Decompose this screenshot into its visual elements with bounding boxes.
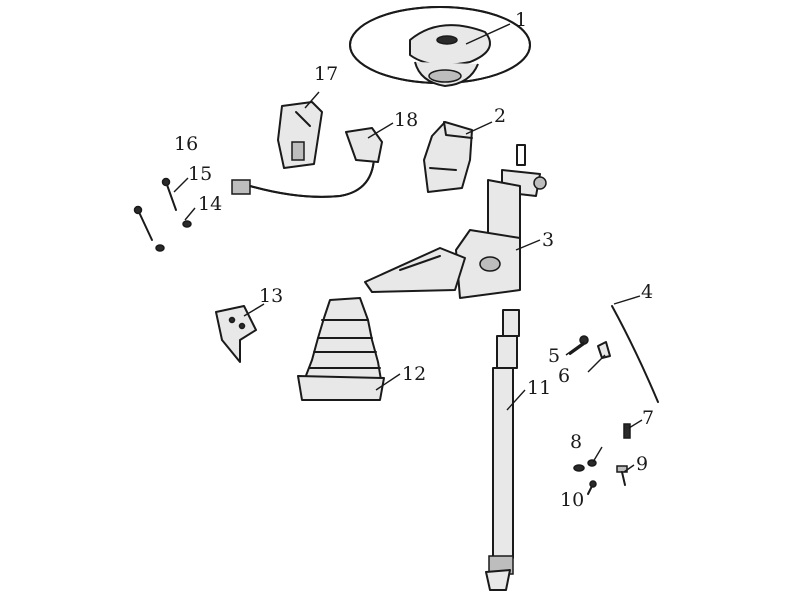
callout-1: 1 xyxy=(515,9,527,31)
part-bolt-5 xyxy=(569,335,589,355)
callout-13: 13 xyxy=(259,285,283,307)
part-pin-10 xyxy=(587,480,597,495)
callout-10: 10 xyxy=(560,489,584,511)
callout-16: 16 xyxy=(174,133,198,155)
part-bolt-15 xyxy=(161,177,177,211)
part-clip-6 xyxy=(597,341,611,359)
part-nut-14 xyxy=(182,220,192,228)
part-steering-column xyxy=(364,144,547,299)
callout-6: 6 xyxy=(558,365,570,387)
callout-9: 9 xyxy=(636,453,648,475)
callout-8: 8 xyxy=(570,431,582,453)
part-column-cover xyxy=(423,121,473,193)
part-bellows-boot xyxy=(297,297,385,401)
part-bolt-9 xyxy=(616,465,628,486)
callout-14: 14 xyxy=(198,193,222,215)
callout-3: 3 xyxy=(542,229,554,251)
part-bolt-7 xyxy=(623,423,631,439)
part-rod xyxy=(611,305,659,403)
callout-11: 11 xyxy=(527,377,551,399)
part-wiring-harness xyxy=(231,127,383,198)
callout-5: 5 xyxy=(548,345,560,367)
callout-2: 2 xyxy=(494,105,506,127)
part-bracket-16 xyxy=(133,205,165,252)
part-intermediate-shaft xyxy=(485,309,520,591)
leader-lines xyxy=(173,23,643,473)
callout-7: 7 xyxy=(642,407,654,429)
callout-12: 12 xyxy=(402,363,426,385)
callout-15: 15 xyxy=(188,163,212,185)
part-steering-wheel xyxy=(349,6,531,87)
callout-4: 4 xyxy=(641,281,653,303)
callout-18: 18 xyxy=(394,109,418,131)
callout-17: 17 xyxy=(314,63,338,85)
part-bracket-13 xyxy=(215,305,257,363)
part-switch-housing xyxy=(277,101,323,169)
part-washer-8 xyxy=(573,459,597,472)
